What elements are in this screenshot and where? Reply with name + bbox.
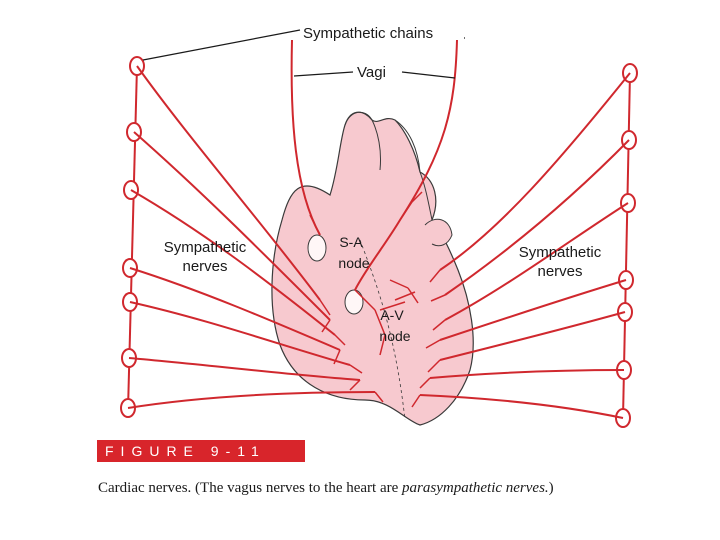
av-node-label: A-V node [379, 307, 410, 344]
vagi-label: Vagi [357, 64, 386, 81]
sympathetic-nerves-left-line1: Sympathetic [164, 239, 247, 256]
sympathetic-nerves-right-line1: Sympathetic [519, 244, 602, 261]
sympathetic-chains-leader-left [142, 29, 301, 61]
sa-node-line2: node [338, 255, 369, 271]
vagi-leader-left [293, 71, 354, 77]
heart [271, 111, 474, 426]
left-auricle [424, 218, 453, 247]
av-node-marker [344, 289, 364, 315]
vagi-leader-right [401, 71, 456, 79]
figure-number-bar: FIGURE 9-11 [97, 440, 305, 462]
leader-lines [142, 29, 465, 79]
sa-node-label: S-A node [338, 234, 369, 271]
left-sympathetic-chain [120, 56, 145, 418]
sympathetic-nerves-left-line2: nerves [182, 258, 227, 275]
pulmonary-trunk [394, 119, 433, 221]
sympathetic-nerves-label-right: Sympathetic nerves [519, 244, 602, 280]
caption-italic: parasympathetic nerves. [402, 480, 549, 496]
right-sympathetic-nerves [419, 72, 631, 419]
sympathetic-nerves-label-left: Sympathetic nerves [164, 239, 247, 275]
left-sympathetic-nerves [127, 65, 376, 409]
cardiac-nerve-branches [309, 191, 446, 408]
sa-node-line1: S-A [339, 234, 363, 250]
caption-main: Cardiac nerves. (The vagus nerves to the… [98, 480, 403, 496]
sympathetic-nerves-right-line2: nerves [537, 263, 582, 280]
sympathetic-chains-label: Sympathetic chains [303, 25, 433, 42]
figure-caption: Cardiac nerves. (The vagus nerves to the… [98, 478, 658, 498]
sa-node-marker [307, 234, 327, 262]
aorta-arch [344, 111, 381, 171]
caption-end: ) [548, 480, 554, 496]
right-sympathetic-chain [615, 63, 638, 428]
av-node-line2: node [379, 328, 410, 344]
chain-ganglion [120, 398, 136, 418]
av-node-line1: A-V [380, 307, 404, 323]
